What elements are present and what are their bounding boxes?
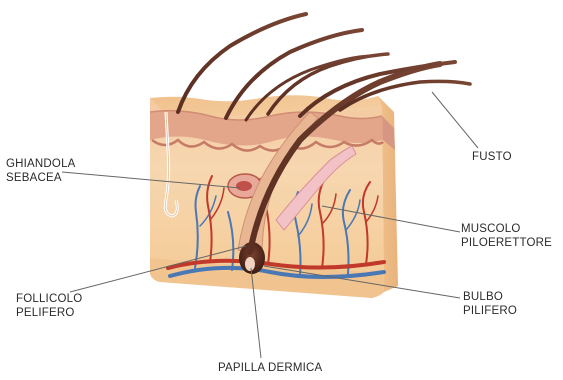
label-papilla-dermica: PAPILLA DERMICA xyxy=(218,361,322,375)
label-line: PILIFERO xyxy=(463,304,517,318)
label-line: PELIFERO xyxy=(16,306,82,320)
label-line: SEBACEA xyxy=(6,171,76,185)
label-follicolo-pelifero: FOLLICOLO PELIFERO xyxy=(16,292,82,320)
label-line: FUSTO xyxy=(472,150,512,164)
dermal-papilla xyxy=(245,257,255,271)
label-line: FOLLICOLO xyxy=(16,292,82,306)
label-bulbo-pilifero: BULBO PILIFERO xyxy=(463,290,517,318)
leader-line-fusto xyxy=(432,92,478,148)
label-fusto: FUSTO xyxy=(472,150,512,164)
label-line: BULBO xyxy=(463,290,517,304)
label-line: GHIANDOLA xyxy=(6,157,76,171)
label-line: PILOERETTORE xyxy=(461,236,552,250)
label-line: MUSCOLO xyxy=(461,222,552,236)
label-muscolo-piloerettore: MUSCOLO PILOERETTORE xyxy=(461,222,552,250)
label-ghiandola-sebacea: GHIANDOLA SEBACEA xyxy=(6,157,76,185)
label-line: PAPILLA DERMICA xyxy=(218,361,322,375)
